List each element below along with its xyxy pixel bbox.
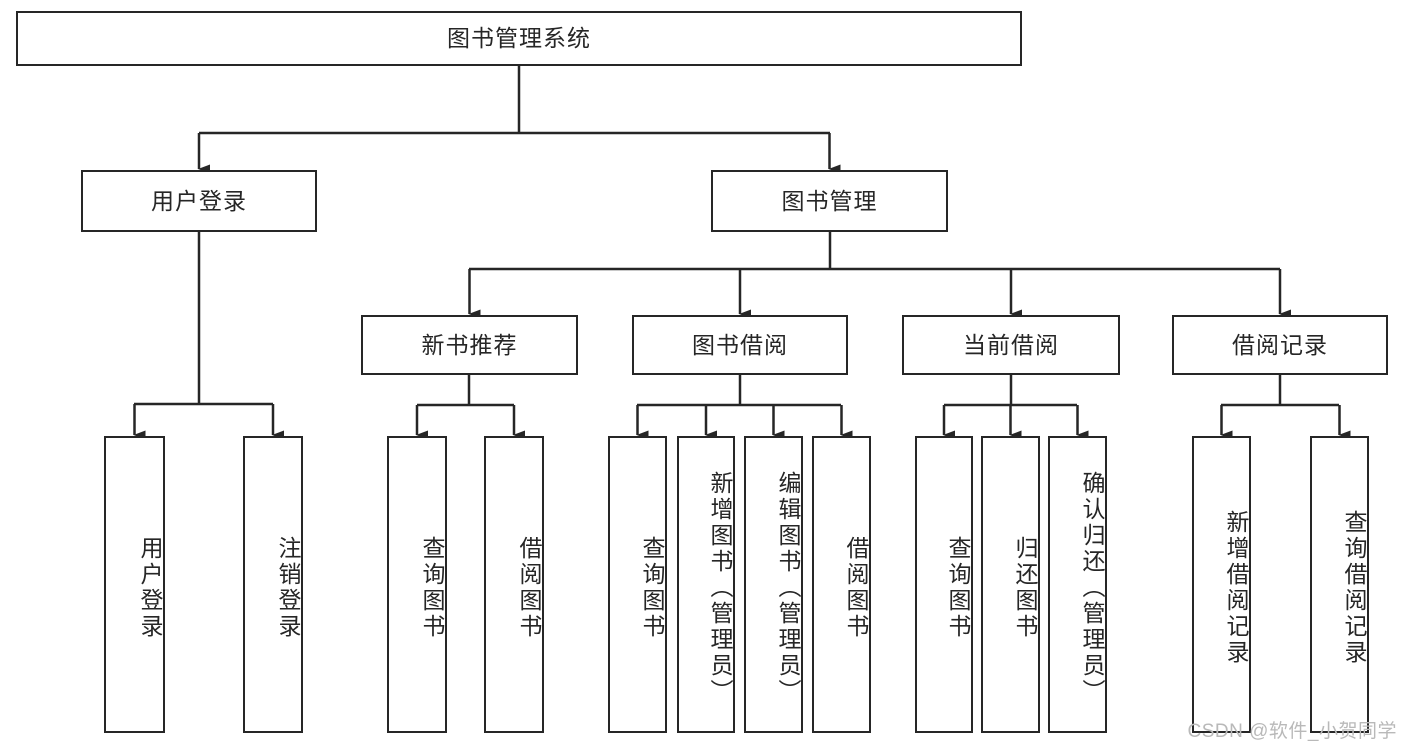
- node-l3-book-borrow[interactable]: 图书借阅: [632, 315, 848, 375]
- node-label: 新增借阅记录: [1223, 509, 1249, 666]
- node-label: 查询图书: [639, 535, 665, 640]
- node-root[interactable]: 图书管理系统: [16, 11, 1022, 66]
- node-label: 注销登录: [275, 535, 301, 640]
- node-leaf-edit-book[interactable]: 编辑图书（管理员）: [744, 436, 803, 733]
- node-leaf-confirm-return[interactable]: 确认归还（管理员）: [1048, 436, 1107, 733]
- node-label: 图书管理: [781, 187, 878, 214]
- node-leaf-query-book-rec[interactable]: 查询图书: [387, 436, 447, 733]
- node-l2-book-manage[interactable]: 图书管理: [711, 170, 948, 232]
- node-label: 借阅图书: [516, 535, 542, 640]
- node-leaf-query-book-b[interactable]: 查询图书: [608, 436, 667, 733]
- node-label: 图书管理系统: [447, 25, 591, 52]
- node-l2-user-login[interactable]: 用户登录: [81, 170, 317, 232]
- node-label: 查询图书: [419, 535, 445, 640]
- node-label: 查询借阅记录: [1341, 509, 1367, 666]
- node-leaf-query-book-c[interactable]: 查询图书: [915, 436, 973, 733]
- node-label: 借阅图书: [843, 535, 869, 640]
- node-label: 用户登录: [151, 187, 247, 214]
- node-label: 新增图书（管理员）: [707, 470, 733, 705]
- node-l3-borrow-record[interactable]: 借阅记录: [1172, 315, 1388, 375]
- watermark-text: CSDN @软件_小贺同学: [1187, 721, 1397, 742]
- node-label: 新书推荐: [421, 331, 518, 358]
- node-label: 当前借阅: [963, 331, 1059, 358]
- node-leaf-return-book[interactable]: 归还图书: [981, 436, 1040, 733]
- node-leaf-add-book[interactable]: 新增图书（管理员）: [677, 436, 735, 733]
- node-label: 用户登录: [137, 535, 163, 640]
- node-leaf-borrow-book-rec[interactable]: 借阅图书: [484, 436, 544, 733]
- node-leaf-user-login[interactable]: 用户登录: [104, 436, 165, 733]
- node-label: 编辑图书（管理员）: [775, 470, 801, 705]
- connector-lines: [133, 66, 1351, 440]
- node-l3-new-book-rec[interactable]: 新书推荐: [361, 315, 578, 375]
- node-label: 借阅记录: [1232, 331, 1328, 358]
- node-label: 归还图书: [1012, 535, 1038, 640]
- node-l3-current-borrow[interactable]: 当前借阅: [902, 315, 1120, 375]
- node-leaf-add-record[interactable]: 新增借阅记录: [1192, 436, 1251, 733]
- node-leaf-borrow-book-b[interactable]: 借阅图书: [812, 436, 871, 733]
- node-label: 确认归还（管理员）: [1079, 470, 1105, 705]
- node-leaf-query-record[interactable]: 查询借阅记录: [1310, 436, 1369, 733]
- node-label: 图书借阅: [692, 331, 788, 358]
- node-label: 查询图书: [945, 535, 971, 640]
- node-leaf-logout[interactable]: 注销登录: [243, 436, 303, 733]
